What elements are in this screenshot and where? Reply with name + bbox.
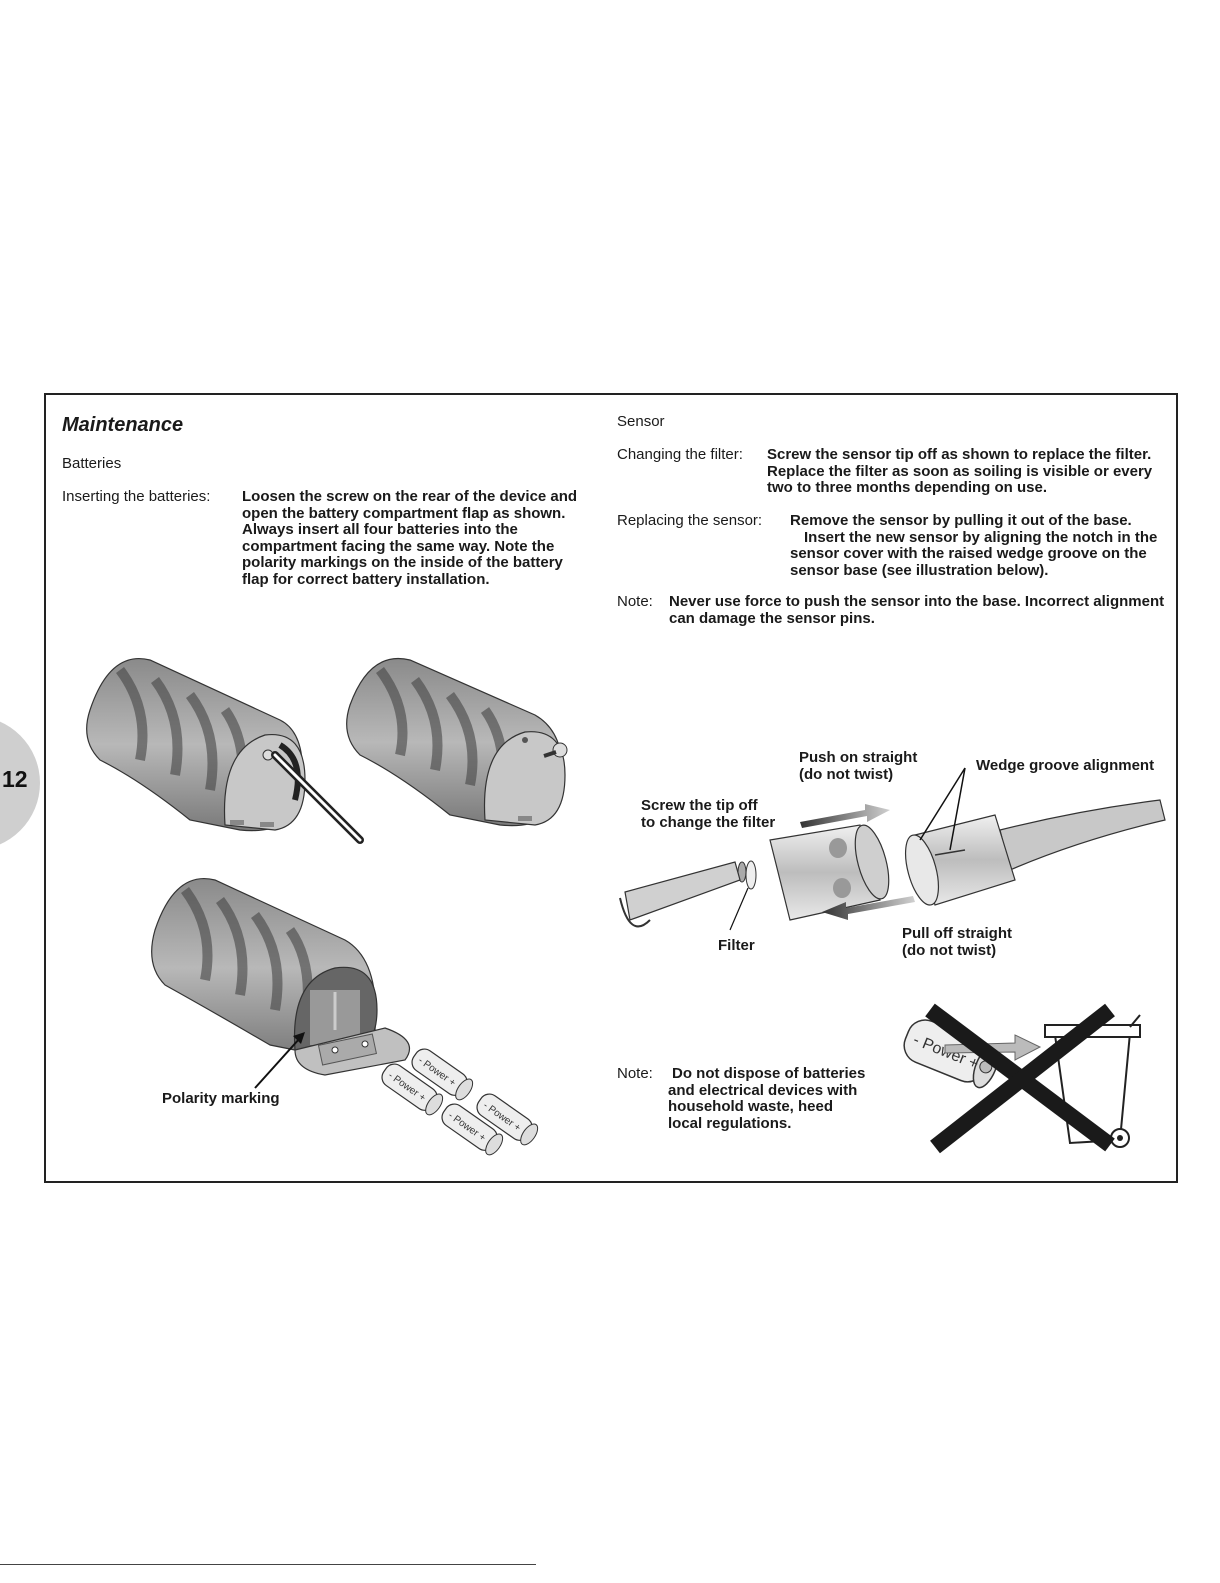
note-text: Never use force to push the sensor into … <box>669 593 1165 627</box>
filter-text: Screw the sensor tip off as shown to rep… <box>767 446 1153 496</box>
device-open-illustration: - Power + - Power + - Power + - Power + <box>151 878 539 1156</box>
replace-text: Remove the sensor by pulling it out of t… <box>790 512 1158 579</box>
cross-out-icon <box>925 1003 1115 1154</box>
push-arrow <box>800 804 890 828</box>
note-label: Note: <box>617 593 653 610</box>
page-number: 12 <box>2 766 28 792</box>
filter-part-label: Filter <box>718 937 755 954</box>
device-screwdriver-illustration <box>86 658 364 844</box>
inserting-label: Inserting the batteries: <box>62 488 211 505</box>
inserting-text: Loosen the screw on the rear of the devi… <box>242 488 578 588</box>
bottom-rule <box>0 1564 536 1565</box>
push-label: Push on straight(do not twist) <box>799 749 918 783</box>
screw-icon <box>543 742 568 758</box>
sensor-heading: Sensor <box>617 413 665 430</box>
wedge-label: Wedge groove alignment <box>976 757 1155 774</box>
polarity-arrow <box>254 1037 301 1089</box>
sensor-diagram <box>619 767 1166 931</box>
page-title: Maintenance <box>62 414 184 436</box>
disposal-note-text: Do not dispose of batteries and electric… <box>668 1065 866 1132</box>
filter-label: Changing the filter: <box>617 446 743 463</box>
device-closed-illustration <box>346 658 568 827</box>
content-frame <box>44 393 1178 1183</box>
polarity-label: Polarity marking <box>162 1090 280 1107</box>
replace-label: Replacing the sensor: <box>617 512 763 529</box>
pull-label: Pull off straight(do not twist) <box>902 925 1012 959</box>
disposal-note-label: Note: <box>617 1065 653 1082</box>
batteries-heading: Batteries <box>62 455 122 472</box>
pull-arrow <box>822 896 915 920</box>
disposal-illustration: - Power + <box>903 1003 1141 1154</box>
